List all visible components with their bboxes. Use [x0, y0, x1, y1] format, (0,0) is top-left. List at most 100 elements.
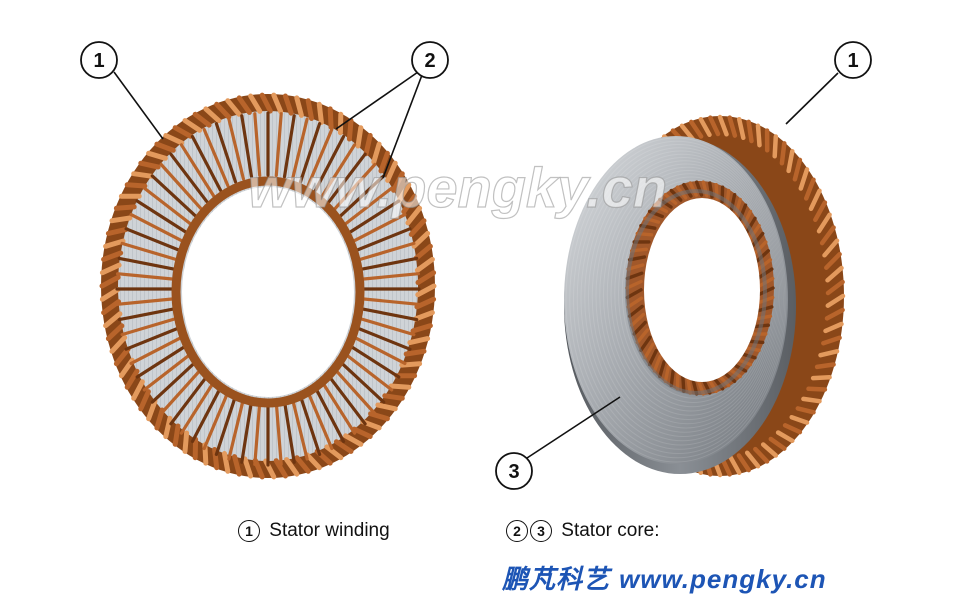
copper-turn: [248, 93, 263, 114]
copper-turn: [355, 125, 364, 149]
footer-url[interactable]: www.pengky.cn: [619, 564, 827, 594]
copper-turn: [190, 135, 223, 192]
copper-turn: [378, 150, 390, 174]
copper-turn: [803, 177, 816, 201]
copper-turn: [768, 436, 787, 451]
copper-turn: [792, 157, 803, 182]
copper-turn: [823, 321, 844, 334]
copper-turn: [626, 296, 644, 309]
copper-turn: [744, 450, 761, 469]
copper-turn: [643, 342, 655, 360]
copper-turn: [274, 112, 283, 177]
copper-turn: [240, 114, 254, 179]
copper-turn: [109, 335, 128, 354]
copper-turn: [413, 243, 433, 261]
copper-turn: [271, 92, 284, 115]
legend-number-1: 1: [238, 520, 260, 542]
copper-turn: [259, 92, 273, 114]
copper-turn: [138, 160, 161, 170]
copper-turn: [169, 374, 209, 426]
copper-turn: [298, 121, 322, 184]
copper-turn: [214, 101, 232, 120]
leader-line-right-3: [526, 396, 621, 459]
copper-turn: [821, 335, 842, 346]
copper-turn: [227, 117, 245, 181]
copper-turn: [352, 213, 407, 243]
copper-turn: [355, 227, 412, 252]
copper-turn: [625, 271, 644, 281]
copper-turn: [142, 352, 192, 392]
left-center-hole: [182, 187, 354, 397]
copper-turn: [320, 380, 357, 435]
copper-turn: [124, 326, 181, 351]
lamination-ring: [599, 166, 776, 425]
copper-turn: [810, 375, 832, 381]
copper-turn: [825, 293, 846, 308]
copper-turn: [282, 114, 296, 179]
copper-turn: [182, 430, 190, 454]
copper-turn: [339, 174, 386, 218]
copper-turn: [129, 213, 184, 243]
copper-turn: [825, 279, 845, 296]
left-inner-winding-ring: [171, 176, 365, 408]
copper-turn: [407, 336, 431, 346]
copper-turn: [415, 270, 437, 285]
copper-turn: [727, 115, 738, 138]
copper-turn: [236, 95, 252, 115]
svg-text:1: 1: [847, 50, 858, 72]
footer-brand-cn: 鹏芃科艺: [502, 565, 611, 595]
copper-turn: [371, 141, 382, 165]
copper-turn: [138, 389, 151, 412]
lamination-ring: [588, 157, 779, 437]
copper-turn: [801, 396, 822, 404]
copper-turn: [109, 215, 133, 224]
copper-turn: [363, 133, 373, 157]
copper-turn: [806, 386, 828, 392]
copper-turn: [408, 218, 427, 237]
copper-turn: [782, 423, 803, 435]
copper-turn: [169, 152, 209, 204]
right-stator: [564, 114, 846, 478]
copper-turn: [117, 256, 176, 271]
copper-turn: [708, 115, 721, 137]
copper-turn: [124, 368, 140, 390]
copper-turn: [129, 335, 184, 365]
copper-turn: [355, 326, 412, 351]
copper-turn: [159, 368, 203, 416]
copper-turn: [135, 199, 188, 234]
legend-number-2: 2: [506, 520, 528, 542]
copper-turn: [360, 256, 419, 271]
copper-turn: [333, 439, 354, 454]
copper-turn: [327, 106, 334, 130]
copper-turn: [385, 160, 398, 183]
copper-turn: [352, 335, 407, 365]
lamination-ring: [576, 147, 783, 450]
copper-turn: [306, 127, 334, 188]
copper-turn: [412, 310, 435, 322]
copper-turn: [103, 311, 123, 329]
copper-turn: [351, 426, 373, 439]
svg-text:2: 2: [424, 50, 435, 72]
copper-turn: [818, 349, 840, 358]
copper-turn: [294, 95, 304, 118]
copper-turn: [163, 415, 173, 439]
copper-turn: [795, 406, 816, 415]
copper-turn: [273, 458, 288, 479]
copper-turn: [798, 167, 810, 191]
copper-turn: [124, 182, 148, 189]
copper-turn: [403, 348, 427, 357]
copper-turn: [388, 383, 412, 390]
copper-turn: [755, 123, 762, 148]
copper-turn: [736, 116, 746, 141]
copper-turn: [120, 316, 178, 337]
copper-turn: [214, 394, 238, 456]
copper-turn: [635, 328, 650, 345]
callout-right-winding: 1: [834, 41, 872, 79]
copper-turn: [135, 344, 188, 379]
copper-turn: [361, 272, 420, 281]
leader-line-left-2b: [382, 74, 423, 179]
copper-turn: [348, 344, 401, 379]
copper-turn: [717, 114, 729, 137]
copper-turn: [101, 250, 124, 262]
